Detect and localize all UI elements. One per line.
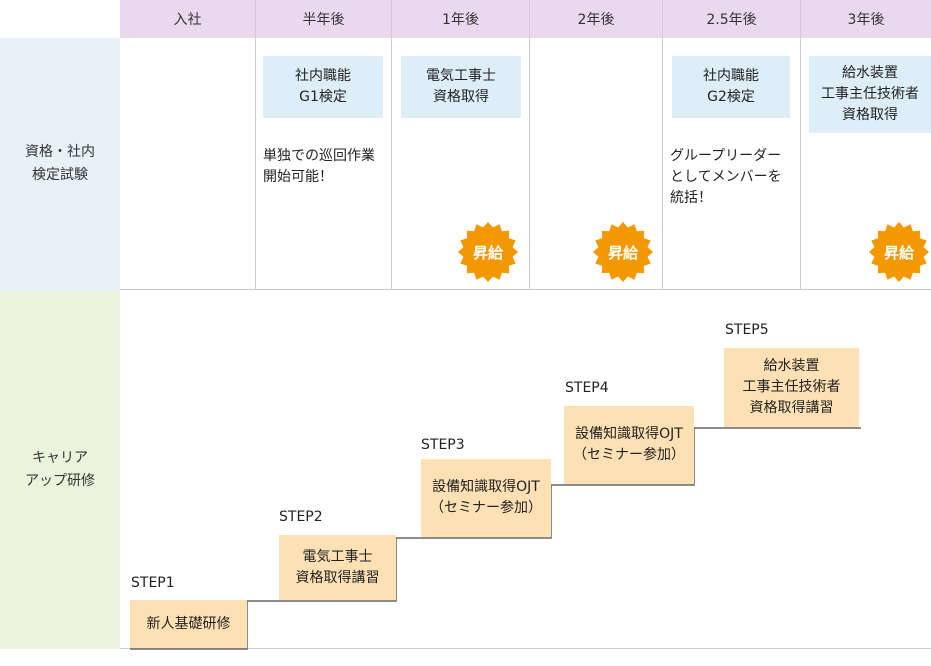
step2-label: STEP2 <box>279 509 323 525</box>
column-header-two-half-year: 2.5年後 <box>663 0 801 38</box>
step1-box: 新人基礎研修 <box>130 600 247 648</box>
staircase-line <box>130 427 861 650</box>
row-label-qualifications: 資格・社内 検定試験 <box>0 38 120 290</box>
qual-note-group-leader: グループリーダー としてメンバーを 統括！ <box>670 148 782 206</box>
raise-label: 昇給 <box>607 243 638 262</box>
row-label-career: キャリア アップ研修 <box>0 290 120 649</box>
step1-label: STEP1 <box>131 575 175 591</box>
step3-label: STEP3 <box>421 437 465 453</box>
burst-icon <box>869 222 929 282</box>
raise-label: 昇給 <box>883 243 914 262</box>
column-header-two-year: 2年後 <box>530 0 663 38</box>
qual-box-g1-exam: 社内職能 G1検定 <box>263 56 383 118</box>
burst-icon <box>593 222 653 282</box>
qual-box-electrician: 電気工事士 資格取得 <box>401 56 521 118</box>
burst-icon <box>458 222 518 282</box>
raise-badge-three-year: 昇給 <box>868 221 930 283</box>
raise-badge-one-year: 昇給 <box>457 221 519 283</box>
header-corner <box>0 0 120 38</box>
qual-cell-join <box>120 38 256 290</box>
column-header-one-year: 1年後 <box>392 0 530 38</box>
column-header-half-year: 半年後 <box>256 0 392 38</box>
column-header-three-year: 3年後 <box>801 0 931 38</box>
column-header-join: 入社 <box>120 0 256 38</box>
career-bottom-border <box>120 648 931 649</box>
qual-box-g2-exam: 社内職能 G2検定 <box>672 56 790 118</box>
step2-box: 電気工事士 資格取得講習 <box>279 535 396 600</box>
qual-note-solo-patrol: 単独での巡回作業 開始可能！ <box>263 148 375 185</box>
raise-label: 昇給 <box>472 243 503 262</box>
qual-box-water-supply: 給水装置 工事主任技術者 資格取得 <box>809 56 931 133</box>
step5-box: 給水装置 工事主任技術者 資格取得講習 <box>724 348 859 427</box>
step3-box: 設備知識取得OJT （セミナー参加） <box>421 459 551 537</box>
step4-label: STEP4 <box>565 380 609 396</box>
step4-box: 設備知識取得OJT （セミナー参加） <box>564 406 694 484</box>
step5-label: STEP5 <box>725 322 769 338</box>
row-divider <box>120 289 931 290</box>
raise-badge-two-year: 昇給 <box>592 221 654 283</box>
